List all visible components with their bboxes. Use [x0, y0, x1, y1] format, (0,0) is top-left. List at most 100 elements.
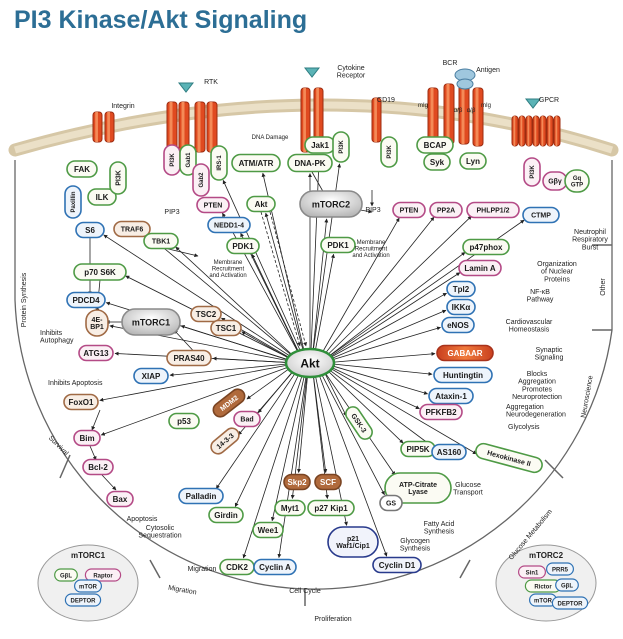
node-label: ATP-Citrate: [399, 482, 437, 489]
node-label: Ataxin-1: [435, 392, 467, 401]
node-label: mTORC2: [312, 199, 350, 209]
node-label: Cyclin A: [259, 563, 291, 572]
node-label: Bim: [79, 434, 94, 443]
label-pip3a: PIP3: [164, 209, 179, 216]
edge-akt-laminA: [330, 272, 461, 357]
edge-akt-s6: [103, 234, 290, 357]
node-girdin: Girdin: [208, 506, 244, 524]
node-pp2a: PP2A: [429, 201, 463, 219]
node-label: PIP5K: [406, 445, 429, 454]
node-label: PI3K: [530, 165, 536, 179]
label-line: mIg: [481, 103, 491, 109]
label-line: Apoptosis: [127, 516, 158, 523]
node-label: p47phox: [470, 243, 503, 252]
node-pten2: PTEN: [392, 201, 426, 219]
node-label: PI3K: [339, 140, 345, 154]
edge-akt-pdk1b: [315, 253, 335, 350]
node-label: ATG13: [83, 349, 109, 358]
edge-akt-palladin: [215, 373, 296, 489]
edge-akt-gsk3: [324, 373, 347, 417]
node-laminA: Lamin A: [458, 259, 502, 277]
label-line: GPCR: [539, 97, 559, 104]
node-label: PTEN: [204, 203, 223, 210]
node-label: BCAP: [424, 141, 447, 150]
node-pi3k3: PI3K: [332, 131, 350, 163]
node-label: Gq: [573, 176, 582, 182]
label-line: mIg: [418, 103, 428, 109]
node-label: IKKα: [452, 303, 471, 312]
edge-akt-pp2a: [325, 216, 435, 353]
node-tsc1: TSC1: [210, 319, 242, 337]
node-pdk1b: PDK1: [320, 236, 356, 254]
label-line: Autophagy: [40, 338, 74, 345]
label-line: Integrin: [111, 103, 134, 110]
node-label: Huntingtin: [443, 371, 483, 380]
edge-akt-pip5k: [328, 371, 404, 444]
node-label: Bad: [240, 417, 253, 424]
node-label: CDK2: [226, 563, 248, 572]
inset-part: mTOR: [534, 599, 553, 605]
inset-title: mTORC2: [529, 551, 564, 560]
edge-akt-cycd1: [319, 375, 388, 557]
node-wee1: Wee1: [252, 521, 284, 539]
label-line: Burst: [582, 244, 598, 251]
edge-akt-pfkfb2: [332, 367, 420, 410]
node-label: XIAP: [142, 372, 161, 381]
node-label: PFKFB2: [425, 408, 457, 417]
node-mtorc1: mTORC1: [121, 308, 181, 336]
node-cycd1: Cyclin D1: [372, 556, 422, 574]
label-line: Cytokine: [337, 65, 364, 72]
edge-akt-girdin: [234, 375, 299, 508]
node-label: Paxillin: [71, 191, 77, 212]
node-ctmp: CTMP: [522, 206, 560, 224]
edge-akt-gabaar: [333, 351, 436, 363]
edge-akt-traf6: [147, 234, 292, 355]
label-line: PIP3: [164, 209, 179, 216]
node-bim: Bim: [73, 429, 101, 447]
edge-akt-tpl2: [331, 292, 447, 358]
node-pip5k: PIP5K: [400, 440, 436, 458]
node-pi3k1: PI3K: [109, 161, 127, 195]
edge-akt-akt2: [264, 212, 304, 350]
label-gpcr: GPCR: [539, 97, 559, 104]
label-line: α/β: [467, 108, 476, 114]
label-line: Pathway: [527, 297, 554, 304]
node-pras40: PRAS40: [166, 349, 212, 367]
inset-part: Rictor: [534, 585, 552, 591]
node-pi3k2: PI3K: [163, 144, 181, 176]
node-label: AS160: [437, 448, 462, 457]
inset-part: GβL: [561, 584, 573, 590]
label-line: Fatty Acid: [424, 521, 455, 528]
node-label: 4E-: [92, 317, 104, 324]
node-label: ILK: [96, 193, 109, 202]
node-gby: Gβγ: [542, 171, 568, 191]
label-line: of Nuclear: [541, 269, 574, 276]
inset-part: DEPTOR: [71, 599, 97, 605]
label-line: Inhibits: [40, 330, 63, 337]
node-as160: AS160: [431, 443, 467, 461]
inset-part: Sin1: [526, 571, 539, 577]
node-mdm2: MDM2: [212, 388, 246, 418]
label-line: Respiratory: [572, 237, 608, 244]
node-label: Lyase: [408, 489, 428, 496]
node-fak: FAK: [66, 160, 98, 178]
node-pdk1a: PDK1: [226, 237, 260, 255]
label-o_migration: Migration: [188, 566, 217, 573]
node-label: Palladin: [186, 492, 217, 501]
label-r_protein: Protein Synthesis: [21, 272, 28, 327]
node-ebp1: 4E-BP1: [85, 309, 109, 337]
node-bad: Bad: [233, 410, 261, 428]
page-title: PI3 Kinase/Akt Signaling: [14, 6, 308, 34]
label-dnadamage: DNA Damage: [252, 135, 289, 141]
label-line: Promotes: [522, 386, 552, 393]
node-label: Akt: [255, 200, 268, 209]
node-huntingtin: Huntingtin: [433, 366, 493, 384]
label-line: Survival: [47, 435, 70, 458]
node-p1433: 14-3-3: [210, 427, 240, 455]
node-pi3k5: PI3K: [523, 157, 541, 187]
